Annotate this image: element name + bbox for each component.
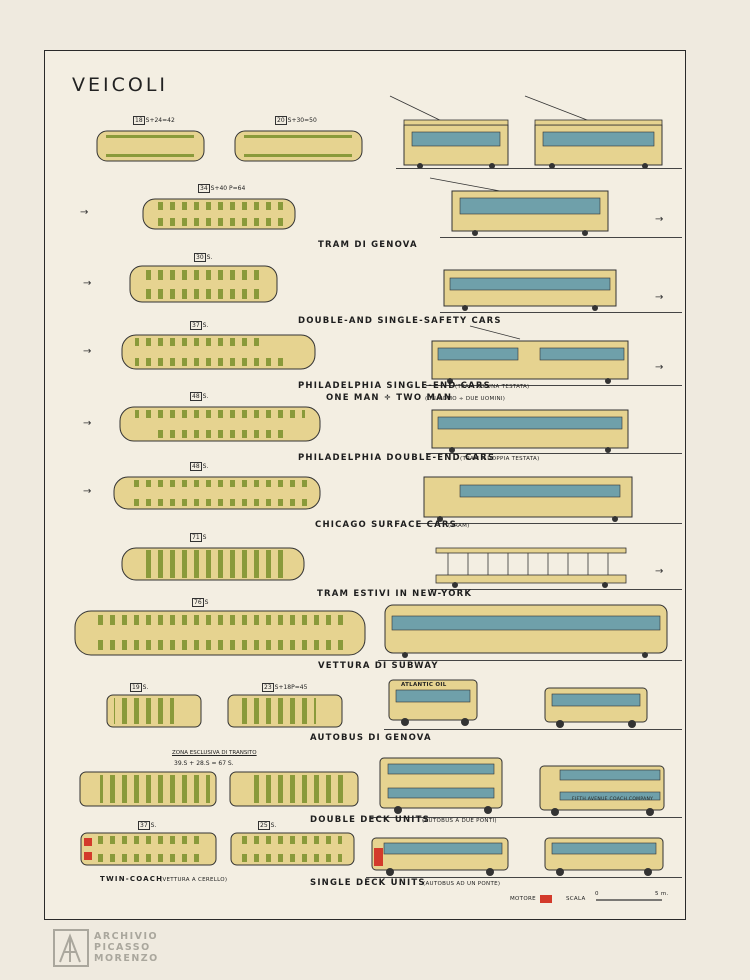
bus-elevation-2 bbox=[544, 687, 648, 728]
direction-arrow: → bbox=[83, 486, 92, 497]
plan-genova-3 bbox=[142, 198, 296, 230]
plan-single-deck bbox=[230, 832, 355, 866]
single-deck-elevation-2 bbox=[544, 837, 664, 876]
bus-genova-elevation bbox=[388, 679, 478, 726]
caption-twin: TWIN-COACH bbox=[100, 875, 164, 883]
note-double-deck: (AUTOBUS A DUE PONTI) bbox=[422, 818, 497, 824]
caption-phil-double: PHILADELPHIA DOUBLE-END CARS bbox=[298, 453, 496, 463]
note-chicago: (TRAM) bbox=[448, 523, 470, 529]
scale-start: 0 bbox=[595, 891, 599, 897]
note-twin: (VETTURA A CERELLO) bbox=[160, 877, 228, 883]
double-deck-elevation-1 bbox=[379, 757, 503, 814]
caption-one-man: ONE MAN ÷ TWO MAN bbox=[326, 393, 453, 403]
tram-chicago-elevation bbox=[423, 476, 633, 522]
double-deck-elevation-2 bbox=[539, 765, 665, 816]
zone-title: ZONA ESCLUSIVA DI TRANSITO bbox=[172, 750, 257, 756]
ground-line bbox=[370, 817, 682, 818]
caption-subway: VETTURA DI SUBWAY bbox=[318, 661, 439, 671]
ground-line bbox=[366, 877, 682, 878]
zone-formula: 39.S + 28.S = 67 S. bbox=[174, 760, 234, 767]
plan-philadelphia-double bbox=[119, 406, 321, 442]
archive-line-3: MORENZO bbox=[94, 953, 159, 964]
caption-double-deck: DOUBLE DECK UNITS bbox=[310, 815, 430, 825]
scale-legend-label: SCALA bbox=[566, 896, 586, 902]
plan-subway bbox=[74, 610, 366, 656]
caption-genova: TRAM DI GENOVA bbox=[318, 240, 418, 250]
tram-genova-elevation-2 bbox=[524, 95, 663, 169]
tram-philadelphia-single-elevation bbox=[431, 325, 629, 384]
archive-line-2: PICASSO bbox=[94, 942, 151, 953]
plan-double-deck-1 bbox=[79, 771, 217, 807]
tram-philadelphia-double-elevation bbox=[431, 409, 629, 453]
direction-arrow: → bbox=[655, 292, 664, 303]
note-phil-double: (TRAM A DOPPIA TESTATA) bbox=[460, 456, 540, 462]
bus-sign: ATLANTIC OIL bbox=[401, 682, 447, 688]
plan-bus-1 bbox=[106, 694, 202, 728]
double-deck-sign: FIFTH AVENUE COACH COMPANY bbox=[572, 797, 654, 802]
direction-arrow: → bbox=[655, 214, 664, 225]
ground-line bbox=[378, 660, 682, 661]
tram-safety-elevation bbox=[443, 269, 617, 311]
subway-elevation bbox=[384, 604, 668, 658]
direction-arrow: → bbox=[83, 418, 92, 429]
ground-line bbox=[384, 729, 682, 730]
direction-arrow: → bbox=[80, 207, 89, 218]
plan-twin-coach bbox=[80, 832, 217, 866]
plan-chicago bbox=[113, 476, 321, 510]
direction-arrow: → bbox=[655, 362, 664, 373]
single-deck-elevation-1 bbox=[371, 837, 509, 876]
plan-estivi bbox=[121, 547, 305, 581]
plan-double-deck-2 bbox=[229, 771, 359, 807]
caption-safety: DOUBLE-AND SINGLE-SAFETY CARS bbox=[298, 316, 502, 326]
tram-estivi-elevation bbox=[435, 547, 627, 588]
ground-line bbox=[426, 385, 682, 386]
direction-arrow: → bbox=[83, 346, 92, 357]
motor-legend-swatch bbox=[540, 895, 552, 903]
motor-legend-label: MOTORE bbox=[510, 896, 536, 902]
ground-line bbox=[420, 523, 682, 524]
caption-single-deck: SINGLE DECK UNITS bbox=[310, 878, 426, 888]
caption-phil-single: PHILADELPHIA SINGLE-END CARS bbox=[298, 381, 491, 391]
archive-logo: ARCHIVIO PICASSO MORENZO bbox=[52, 928, 192, 970]
page-title: VEICOLI bbox=[72, 74, 169, 96]
caption-chicago: CHICAGO SURFACE CARS bbox=[315, 520, 457, 530]
tram-genova-elevation-1 bbox=[389, 95, 509, 169]
direction-arrow: → bbox=[83, 278, 92, 289]
scale-end: 5 m. bbox=[655, 891, 669, 897]
ground-line bbox=[430, 589, 682, 590]
direction-arrow: → bbox=[655, 566, 664, 577]
plan-philadelphia-single bbox=[121, 334, 316, 370]
plan-genova-1 bbox=[96, 130, 205, 162]
plan-safety-cars bbox=[129, 265, 278, 303]
archive-line-1: ARCHIVIO bbox=[94, 931, 159, 942]
ground-line bbox=[440, 237, 682, 238]
plan-genova-2 bbox=[234, 130, 363, 162]
archive-monogram-icon bbox=[53, 929, 89, 967]
note-one-man: (UN UOMO ÷ DUE UOMINI) bbox=[425, 396, 506, 402]
tram-genova-elevation-3 bbox=[429, 177, 609, 236]
note-phil-single: (TRAM AD UNA TESTATA) bbox=[455, 384, 530, 390]
caption-estivi: TRAM ESTIVI IN NEW-YORK bbox=[317, 589, 473, 599]
ground-line bbox=[426, 453, 682, 454]
ground-line bbox=[440, 312, 682, 313]
plan-bus-2 bbox=[227, 694, 343, 728]
note-single-deck: (AUTOBUS AD UN PONTE) bbox=[423, 881, 501, 887]
caption-autobus: AUTOBUS DI GENOVA bbox=[310, 733, 432, 743]
ground-line bbox=[396, 168, 682, 169]
